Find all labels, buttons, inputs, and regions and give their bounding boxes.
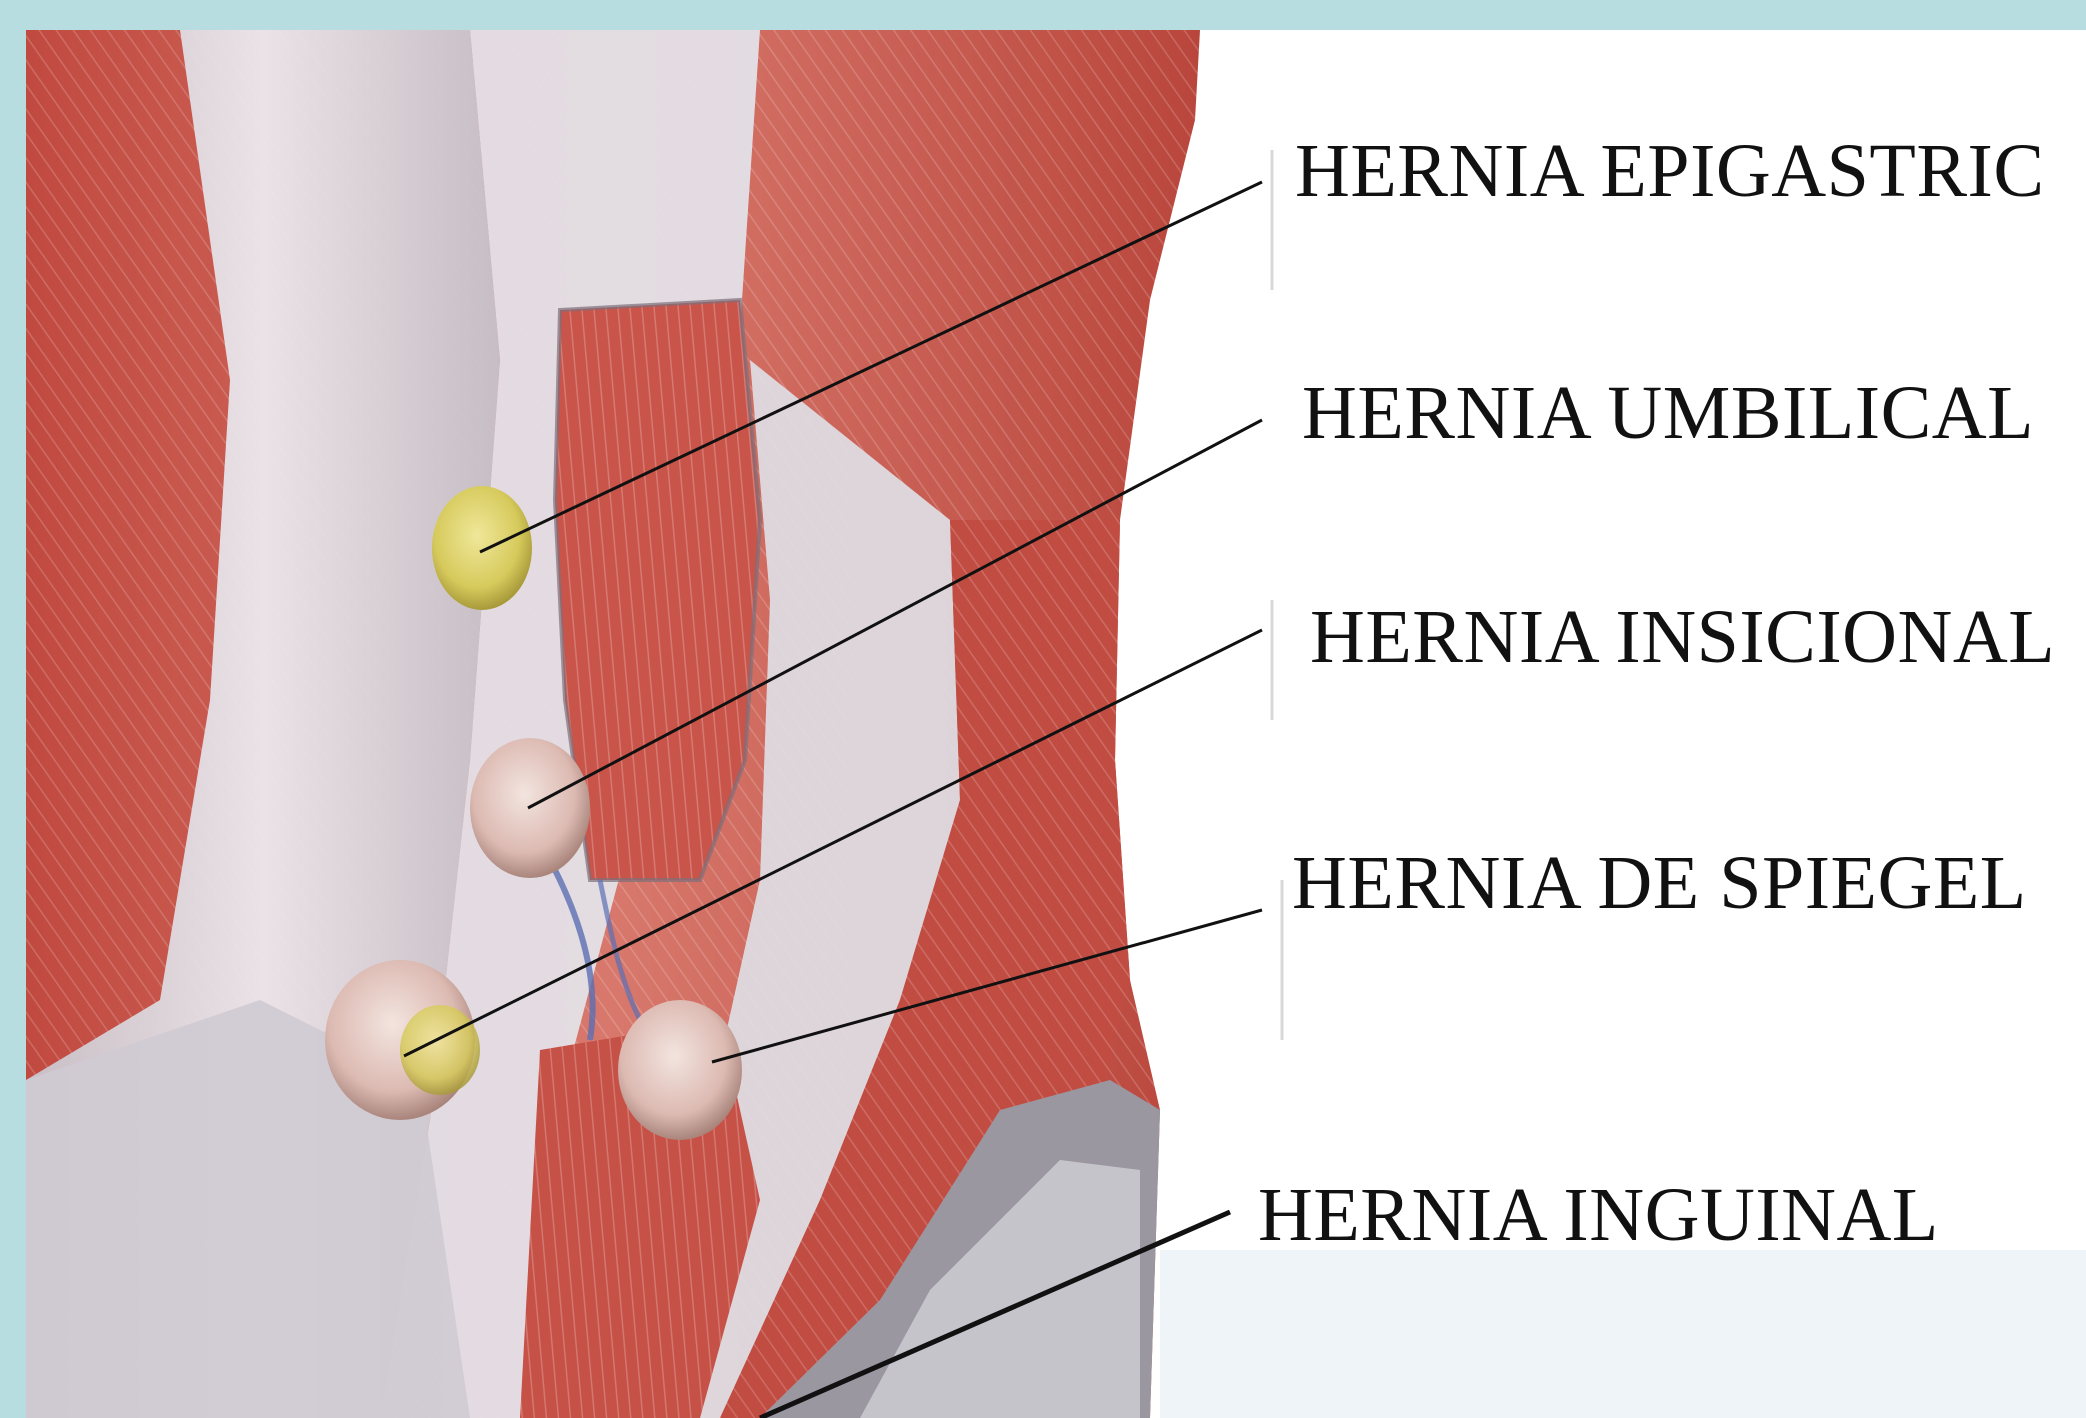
label-hernia-inguinal: HERNIA INGUINAL (1258, 1173, 1939, 1257)
label-hernia-de-spiegel: HERNIA DE SPIEGEL (1292, 841, 2027, 925)
label-hernia-insicional: HERNIA INSICIONAL (1310, 595, 2055, 679)
spigelian-hernia (618, 1000, 742, 1140)
abdomen-illustration (26, 30, 1200, 1418)
label-hernia-umbilical: HERNIA UMBILICAL (1302, 371, 2034, 455)
epigastric-hernia (432, 486, 532, 610)
label-hernia-epigastric: HERNIA EPIGASTRIC (1295, 129, 2045, 213)
